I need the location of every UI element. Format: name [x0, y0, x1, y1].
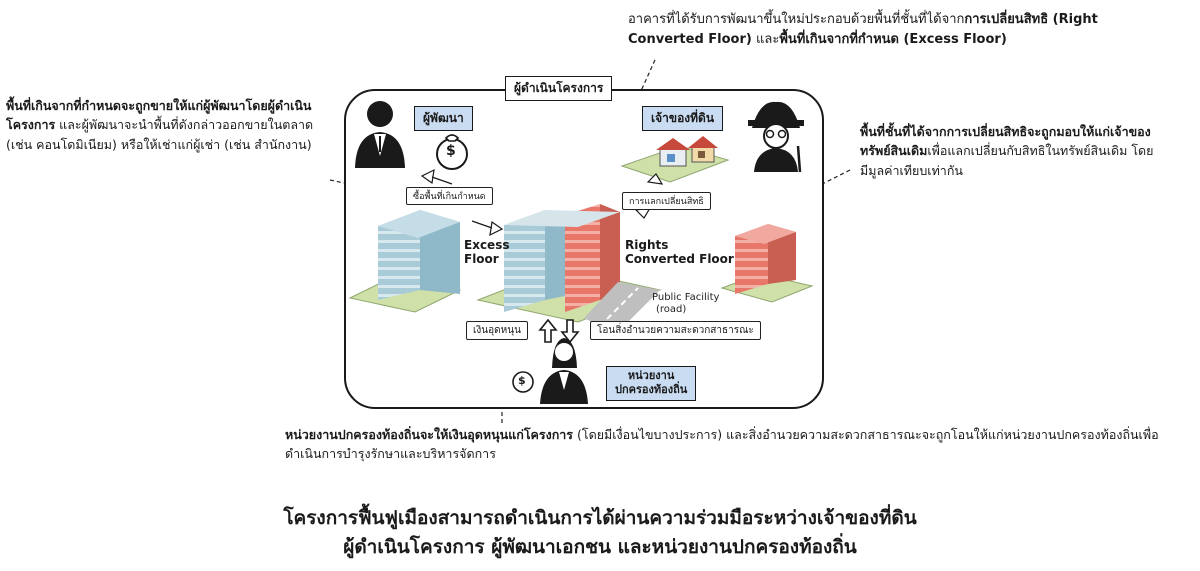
annotation-text: อาคารที่ได้รับการพัฒนาขึ้นใหม่ประกอบด้วย…: [628, 12, 965, 27]
landowner-person-icon: [748, 101, 804, 173]
public-facility-label: Public Facility (road): [652, 292, 719, 316]
excess-floor-label: Excess Floor: [464, 238, 509, 267]
caption-line: ผู้ดำเนินโครงการ ผู้พัฒนาเอกชน และหน่วยง…: [343, 536, 857, 559]
rights-converted-floor-label: Rights Converted Floor: [625, 238, 734, 267]
annotation-bold-text: การเปลี่ยนสิทธิ (Right Converted Floor): [628, 12, 1098, 48]
rights-floor-line: Converted Floor: [625, 252, 734, 267]
rights-floor-line: Rights: [625, 238, 669, 252]
annotation-local-government: หน่วยงานปกครองท้องถิ่นจะให้เงินอุดหนุนแก…: [285, 425, 1165, 464]
public-facility-line: (road): [656, 304, 687, 315]
buy-excess-label: ซื้อพื้นที่เกินกำหนด: [406, 187, 493, 205]
transfer-facility-label: โอนสิ่งอำนวยความสะดวกสาธารณะ: [590, 321, 761, 340]
annotation-bold-text: พื้นที่ชั้นที่ได้จากการเปลี่ยนสิทธิจะถูก…: [860, 124, 1151, 159]
excess-floor-building: [348, 210, 462, 313]
annotation-text: และผู้พัฒนาจะนำพื้นที่ดังกล่าวออกขายในตล…: [6, 117, 314, 152]
annotation-text: และ: [751, 32, 780, 48]
excess-floor-line: Floor: [464, 252, 499, 267]
leader-line: [754, 169, 851, 219]
road-marking: [599, 287, 639, 327]
caption: โครงการฟื้นฟูเมืองสามารถดำเนินการได้ผ่าน…: [0, 504, 1200, 563]
local-government-line: ปกครองท้องถิ่น: [615, 383, 688, 397]
money-bag-icon: [436, 134, 468, 170]
local-government-line: หน่วยงาน: [627, 369, 675, 382]
public-facility-line: Public Facility: [652, 292, 720, 303]
rights-building-right: [720, 224, 814, 303]
landowner-houses: [620, 136, 730, 183]
annotation-text: (โดยมีเงื่อนไขบางประการ) และสิ่งอำนวยควา…: [285, 427, 1159, 462]
annotation-new-building: อาคารที่ได้รับการพัฒนาขึ้นใหม่ประกอบด้วย…: [628, 10, 1168, 50]
local-government-label: หน่วยงาน ปกครองท้องถิ่น: [606, 366, 697, 401]
excess-floor-line: Excess: [464, 238, 510, 252]
developer-label: ผู้พัฒนา: [414, 106, 473, 131]
landowner-label: เจ้าของที่ดิน: [642, 106, 724, 131]
money-symbol: $: [518, 374, 526, 387]
annotation-bold-text: พื้นที่เกินจากที่กำหนด (Excess Floor): [779, 32, 1007, 48]
annotation-text: เพื่อแลกเปลี่ยนกับสิทธิในทรัพย์สินเดิม โ…: [860, 143, 1154, 178]
center-buildings: [476, 204, 662, 323]
developer-person-icon: [355, 101, 405, 168]
annotation-bold-text: พื้นที่เกินจากที่กำหนดจะถูกขายให้แก่ผู้พ…: [6, 98, 312, 133]
annotation-excess-floor: พื้นที่เกินจากที่กำหนดจะถูกขายให้แก่ผู้พ…: [6, 96, 336, 154]
annotation-bold-text: หน่วยงานปกครองท้องถิ่นจะให้เงินอุดหนุนแก…: [285, 427, 574, 442]
money-bag-icon: [512, 371, 534, 393]
exchange-arrows-developer: [420, 168, 504, 237]
money-symbol: $: [446, 143, 456, 159]
project-operator-label: ผู้ดำเนินโครงการ: [505, 76, 613, 101]
annotation-rights-converted: พื้นที่ชั้นที่ได้จากการเปลี่ยนสิทธิจะถูก…: [860, 122, 1160, 180]
government-person-icon: [540, 338, 588, 404]
subsidy-arrows: [538, 318, 580, 344]
subsidy-label: เงินอุดหนุน: [466, 321, 528, 340]
exchange-rights-label: การแลกเปลี่ยนสิทธิ: [622, 192, 711, 210]
caption-line: โครงการฟื้นฟูเมืองสามารถดำเนินการได้ผ่าน…: [283, 507, 917, 529]
